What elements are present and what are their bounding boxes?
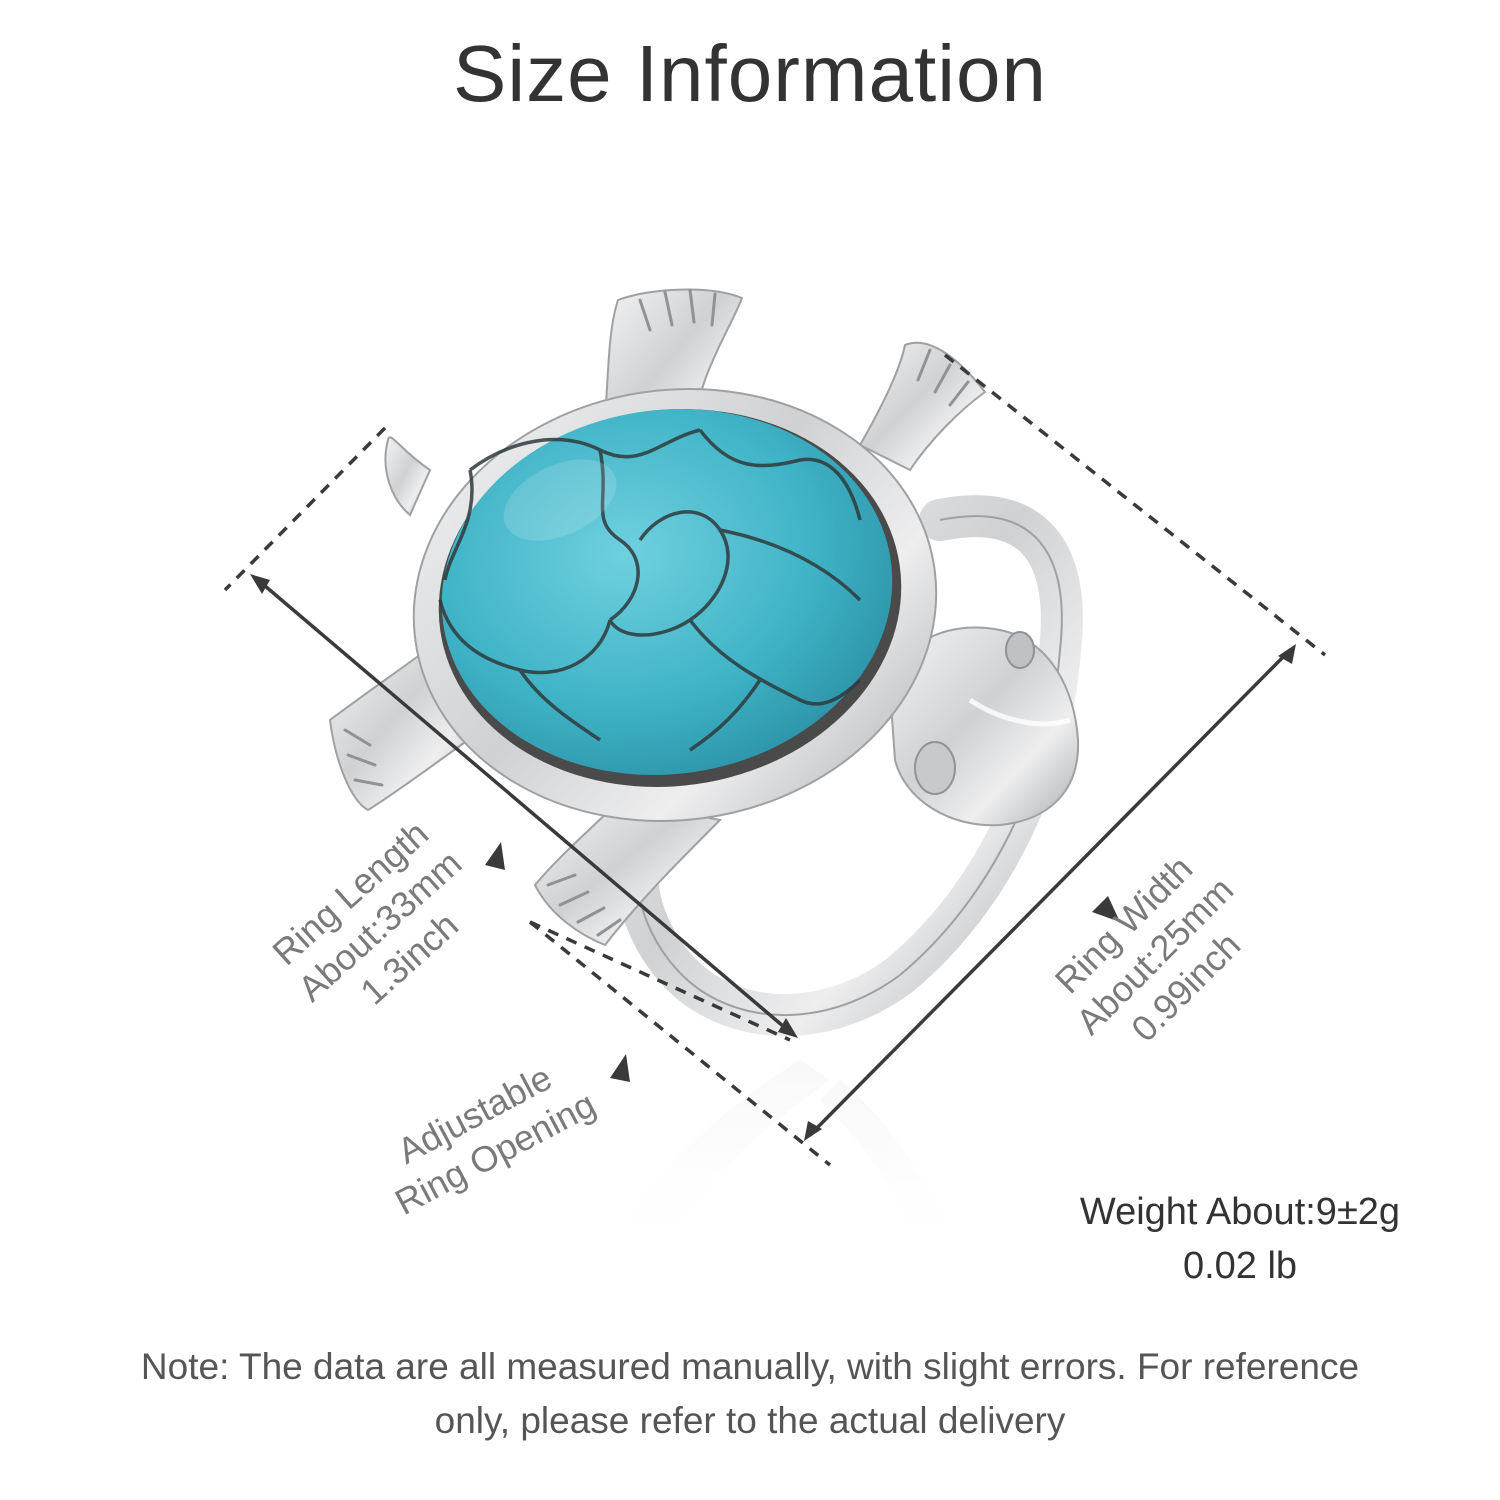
label-pointer-triangles: [485, 842, 1120, 1082]
dimension-arrows: [250, 574, 1296, 1141]
dimension-dashed-lines: [223, 353, 1327, 1167]
ring-reflection: [600, 1060, 960, 1270]
measurement-note: Note: The data are all measured manually…: [20, 1340, 1480, 1448]
page-title: Size Information: [452, 29, 1048, 118]
turtle-head: [888, 626, 1080, 827]
weight-info: Weight About:9±2g 0.02 lb: [1010, 1185, 1470, 1293]
note-line-2: only, please refer to the actual deliver…: [434, 1400, 1066, 1441]
weight-pounds: 0.02 lb: [1182, 1245, 1298, 1287]
width-pointer-icon: [1092, 896, 1120, 922]
length-pointer-icon: [485, 842, 505, 870]
turquoise-matrix-veins: [438, 428, 862, 752]
weight-grams: Weight About:9±2g: [1079, 1191, 1401, 1233]
opening-pointer-icon: [610, 1054, 630, 1082]
note-line-1: Note: The data are all measured manually…: [140, 1346, 1360, 1387]
turtle-shell: [412, 387, 938, 823]
flipper-ridges: [343, 288, 970, 937]
